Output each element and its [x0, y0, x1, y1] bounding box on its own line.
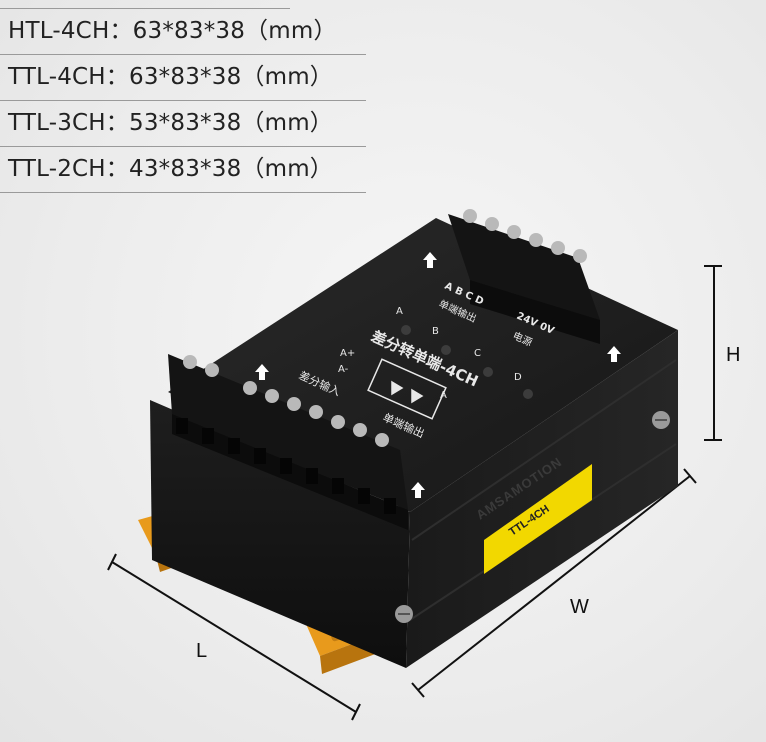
housing-front — [150, 400, 410, 668]
spec-rule — [0, 8, 290, 9]
spec-size: 63*83*38（mm） — [129, 64, 334, 90]
arrow-up-icon — [255, 252, 621, 498]
dimension-height-line — [704, 265, 722, 441]
opto-schematic-icon — [367, 358, 447, 420]
channel-b: B — [432, 326, 439, 337]
terminal-block-front — [168, 354, 408, 530]
terminal-screws-front — [183, 355, 389, 447]
spec-rule — [0, 192, 366, 193]
signal-a: A — [440, 390, 447, 401]
dimension-length-line — [107, 553, 361, 721]
spec-row-htl-4ch: HTL-4CH：63*83*38（mm） — [8, 18, 337, 44]
spec-rule — [0, 54, 366, 55]
diff-a-plus: A+ — [340, 348, 355, 359]
spec-model: TTL-4CH — [8, 64, 106, 90]
spec-row-ttl-2ch: TTL-2CH：43*83*38（mm） — [8, 156, 334, 182]
terminal-block-rear — [448, 209, 600, 344]
dimension-width-line — [411, 468, 697, 698]
spec-size: 43*83*38（mm） — [129, 156, 334, 182]
terminal-screws-rear — [463, 209, 587, 263]
spec-rule — [0, 146, 366, 147]
dimension-length-label: L — [196, 640, 208, 662]
spec-model: TTL-2CH — [8, 156, 106, 182]
spec-rule — [0, 100, 366, 101]
spec-model: HTL-4CH — [8, 18, 110, 44]
terminal-wire-holes — [176, 418, 396, 514]
channel-a: A — [396, 306, 403, 317]
mount-screw-right — [652, 411, 670, 429]
diff-a-minus: A- — [338, 364, 349, 375]
dimension-width-label: W — [570, 596, 589, 618]
spec-row-ttl-3ch: TTL-3CH：53*83*38（mm） — [8, 110, 334, 136]
led-indicators — [401, 325, 533, 399]
channel-d: D — [514, 372, 522, 383]
spec-row-ttl-4ch: TTL-4CH：63*83*38（mm） — [8, 64, 334, 90]
spec-size: 53*83*38（mm） — [129, 110, 334, 136]
spec-model: TTL-3CH — [8, 110, 106, 136]
spec-size: 63*83*38（mm） — [132, 18, 337, 44]
channel-c: C — [474, 348, 481, 359]
housing-side — [406, 330, 678, 668]
dimension-height-label: H — [726, 344, 741, 366]
mount-screw-front — [395, 605, 413, 623]
